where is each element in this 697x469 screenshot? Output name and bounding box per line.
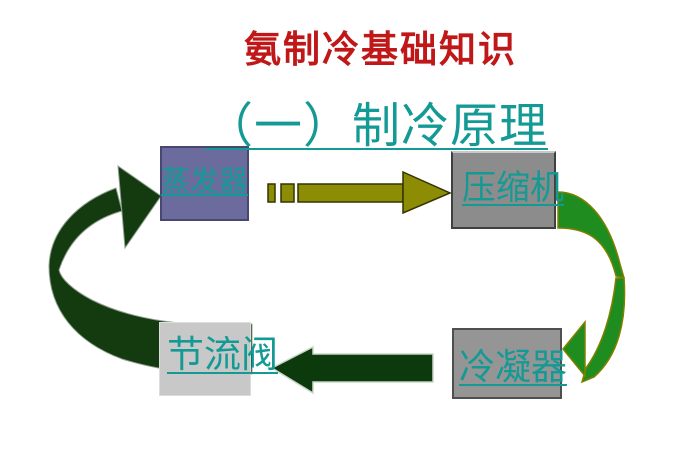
- compressor-label-link[interactable]: 压缩机: [462, 170, 564, 207]
- slide-subtitle-link[interactable]: （一）制冷原理: [204, 100, 548, 153]
- arrowhead-right-icon: [402, 170, 452, 215]
- condenser-label-link[interactable]: 冷凝器: [459, 347, 568, 387]
- arrowhead-up-right-icon: [117, 164, 162, 250]
- condenser-box: [452, 328, 562, 399]
- evaporator-box: [160, 146, 249, 221]
- arrowhead-left-icon: [562, 319, 586, 379]
- arrowhead-left-icon: [270, 345, 434, 395]
- evaporator-label-link[interactable]: 蒸发器: [160, 166, 248, 198]
- slide-title: 氨制冷基础知识: [244, 30, 517, 71]
- arrow-compressor-to-condenser: [557, 191, 626, 384]
- compressor-box: [451, 151, 556, 229]
- throttle-valve-label-link[interactable]: 节流阀: [167, 335, 278, 376]
- arrow-shaft: [297, 183, 404, 203]
- throttle-valve-box: [159, 322, 251, 396]
- arrow-dash: [280, 183, 295, 203]
- arrow-dash: [267, 183, 276, 203]
- arrow-evaporator-to-compressor: [267, 170, 452, 215]
- arrow-condenser-to-throttle: [270, 345, 434, 395]
